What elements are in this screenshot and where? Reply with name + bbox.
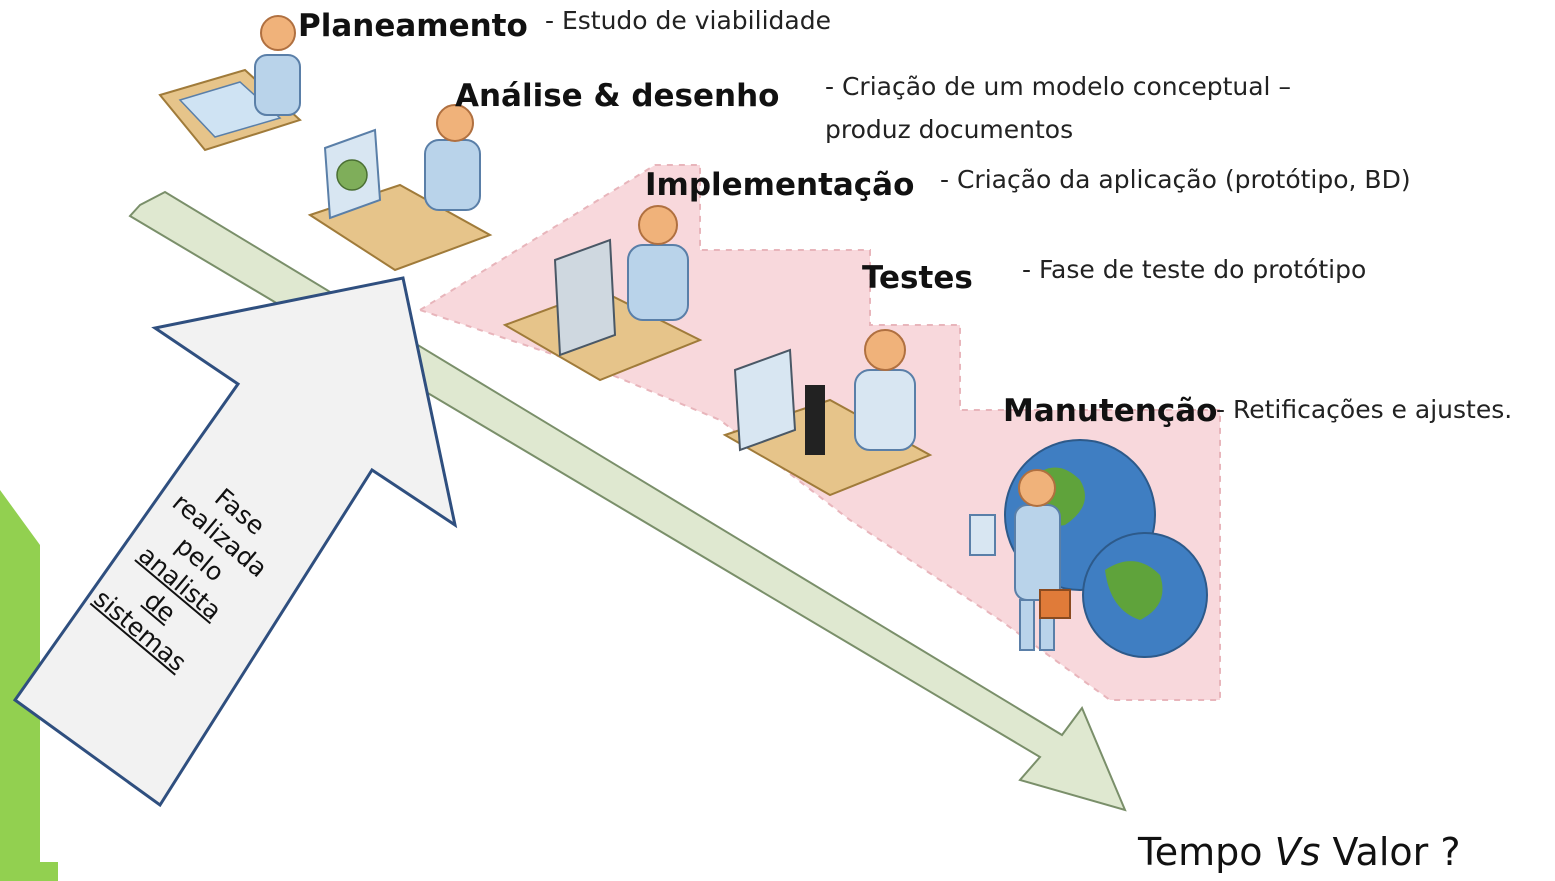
phase-title-implementacao: Implementação bbox=[645, 167, 915, 203]
implementacao-person-icon bbox=[502, 205, 703, 382]
phase-title-testes: Testes bbox=[862, 260, 973, 296]
analise-person-icon bbox=[307, 104, 493, 272]
manutencao-person-icon bbox=[969, 439, 1208, 658]
phase-desc-manutencao: - Retificações e ajustes. bbox=[1216, 395, 1513, 424]
phase-title-analise: Análise & desenho bbox=[455, 78, 780, 114]
phase-title-planeamento: Planeamento bbox=[298, 8, 528, 44]
phase-desc-implementacao: - Criação da aplicação (protótipo, BD) bbox=[940, 165, 1411, 194]
planeamento-person-icon bbox=[158, 15, 302, 152]
phase-desc-analise-line2: produz documentos bbox=[825, 115, 1074, 144]
testes-person-icon bbox=[722, 329, 933, 497]
phase-desc-analise-line1: - Criação de um modelo conceptual – bbox=[825, 72, 1291, 101]
time-word: Tempo bbox=[1138, 830, 1263, 874]
value-word: Valor ? bbox=[1332, 830, 1461, 874]
time-vs-value-label: Tempo Vs Valor ? bbox=[1138, 830, 1461, 874]
phase-desc-planeamento: - Estudo de viabilidade bbox=[545, 6, 831, 35]
analyst-arrow bbox=[12, 276, 458, 808]
green-bottom-block bbox=[0, 862, 58, 881]
vs-word: Vs bbox=[1274, 830, 1321, 874]
phase-title-manutencao: Manutenção bbox=[1003, 393, 1218, 429]
phase-desc-testes: - Fase de teste do protótipo bbox=[1022, 255, 1367, 284]
green-side-bar bbox=[0, 490, 40, 881]
